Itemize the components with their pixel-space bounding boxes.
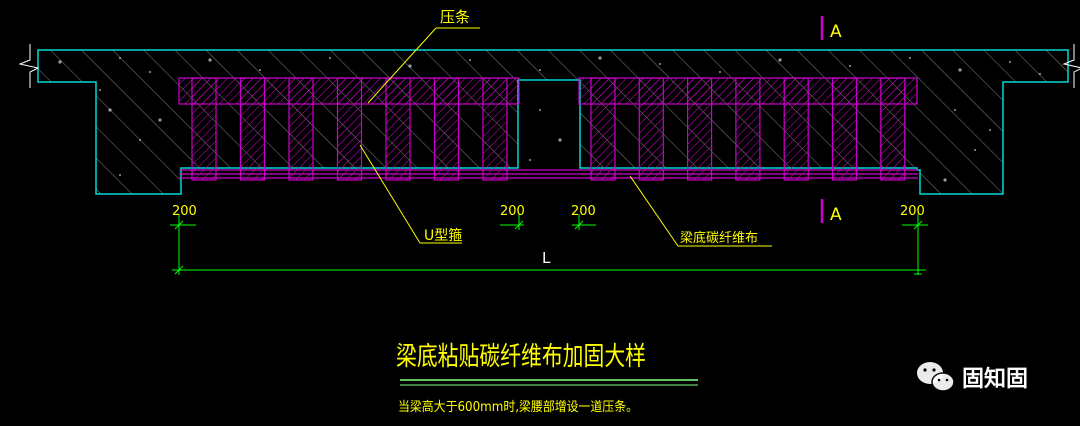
leader-pressing-strip: 压条: [367, 8, 480, 104]
concrete-beam: [18, 44, 1080, 195]
aggregate-dot: [659, 63, 661, 65]
drawing-title: 梁底粘贴碳纤维布加固大样: [396, 342, 646, 372]
aggregate-dot: [974, 149, 976, 151]
dim-label-3: 200: [571, 204, 596, 219]
u-hoop-strip-right-5: [783, 77, 809, 181]
section-mark-bottom: A: [820, 199, 842, 225]
aggregate-dot: [408, 64, 412, 68]
section-label-bottom: A: [830, 205, 842, 225]
watermark: 固知固: [917, 362, 1028, 392]
u-hoop-strip-right-6: [831, 77, 858, 181]
aggregate-dot: [149, 71, 151, 73]
aggregate-dot: [108, 108, 112, 112]
aggregate-dot: [529, 159, 531, 161]
aggregate-dot: [958, 68, 962, 72]
aggregate-dot: [598, 56, 602, 60]
aggregate-dot: [158, 118, 162, 122]
u-hoop-strip-left-7: [482, 77, 508, 181]
drawing-note: 当梁高大于600mm时,梁腰部增设一道压条。: [398, 399, 638, 415]
aggregate-dot: [58, 60, 62, 64]
aggregate-dot: [208, 58, 212, 62]
aggregate-dot: [539, 69, 541, 71]
dim-label-1: 200: [172, 204, 197, 219]
break-line-left: [18, 44, 40, 88]
leader-cfrp-sheet: 梁底碳纤维布: [629, 175, 772, 247]
dim-label-2: 200: [500, 204, 525, 219]
aggregate-dot: [943, 178, 947, 182]
aggregate-dot: [989, 129, 991, 131]
aggregate-dot: [99, 89, 101, 91]
aggregate-dot: [1009, 61, 1011, 63]
aggregate-dot: [539, 109, 541, 111]
u-hoop-strip-left-3: [288, 77, 314, 181]
aggregate-dot: [909, 57, 911, 59]
dim-label-4: 200: [900, 204, 925, 219]
aggregate-dot: [119, 174, 121, 176]
aggregate-dot: [469, 59, 471, 61]
aggregate-dot: [778, 58, 782, 62]
aggregate-dot: [119, 57, 121, 59]
cfrp-sheet-label: 梁底碳纤维布: [680, 230, 758, 246]
u-hoop-strip-left-4: [336, 77, 363, 181]
cfrp-bottom-sheet: [179, 169, 918, 179]
leader-u-hoop: U型箍: [359, 144, 462, 244]
u-hoop-strip-right-4: [735, 77, 761, 181]
u-hoop-strip-left-1: [191, 77, 217, 181]
u-hoop-strip-right-2: [638, 77, 664, 181]
u-hoop-strip-right-7: [880, 77, 906, 181]
section-label-top: A: [830, 22, 842, 42]
aggregate-dot: [1039, 73, 1041, 75]
aggregate-dot: [954, 109, 956, 111]
u-hoop-strip-left-6: [433, 77, 460, 181]
aggregate-dot: [329, 57, 331, 59]
u-hoop-strip-left-2: [239, 77, 266, 181]
pressing-strip-label: 压条: [440, 8, 470, 26]
break-line-right: [1062, 44, 1080, 88]
aggregate-dot: [139, 139, 141, 141]
section-mark-top: A: [820, 16, 842, 42]
concrete-aggregate: [58, 56, 1041, 182]
dimension-lines: [170, 214, 928, 275]
u-hoop-strip-right-1: [590, 77, 616, 181]
cfrp-group-right: [578, 77, 918, 181]
cfrp-group-left: [178, 77, 520, 181]
u-hoop-strip-right-3: [686, 77, 713, 181]
watermark-text: 固知固: [962, 366, 1028, 392]
length-label: L: [542, 249, 551, 267]
aggregate-dot: [259, 69, 261, 71]
wechat-icon: [917, 362, 955, 392]
u-hoop-strip-left-5: [385, 77, 411, 181]
aggregate-dot: [719, 71, 721, 73]
aggregate-dot: [849, 65, 851, 67]
u-hoop-label: U型箍: [424, 227, 462, 244]
aggregate-dot: [558, 138, 562, 142]
